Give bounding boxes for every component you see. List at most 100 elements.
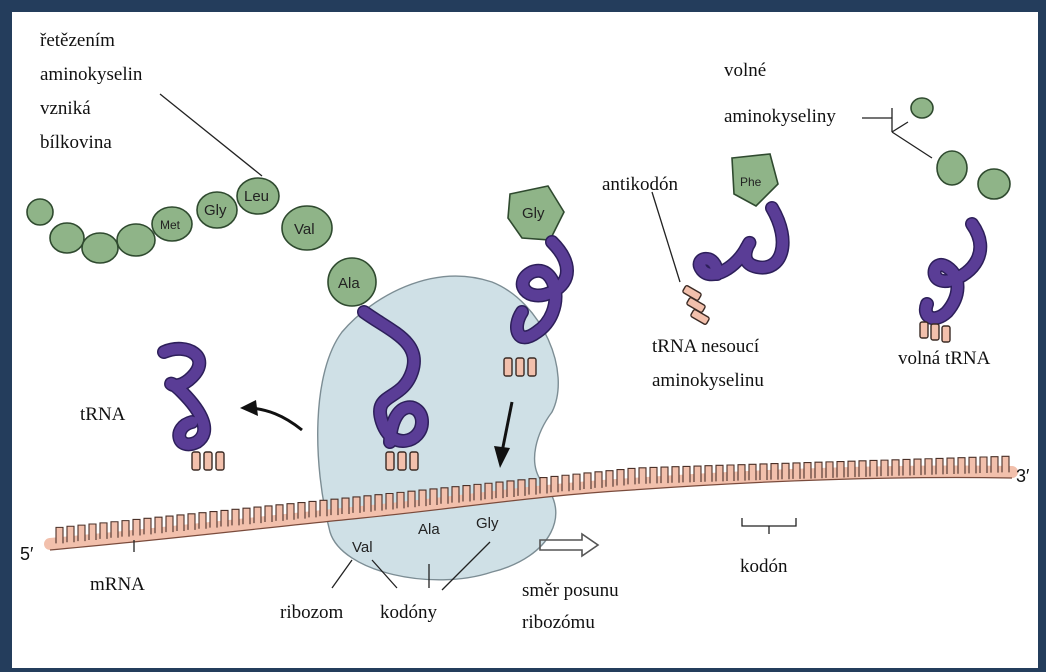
mrna-tooth: [353, 497, 360, 513]
mrna-tooth: [133, 519, 140, 535]
mrna-tooth: [441, 488, 448, 504]
mrna-tooth: [804, 463, 811, 479]
mrna-tooth: [914, 459, 921, 475]
mrna-tooth: [419, 490, 426, 506]
mrna-tooth: [166, 516, 173, 532]
amino-acid-leu: Leu: [244, 188, 269, 205]
mrna-tooth: [342, 498, 349, 514]
mrna-tooth: [991, 457, 998, 473]
mrna-tooth: [298, 503, 305, 519]
mrna-tooth: [1002, 456, 1009, 472]
chain-label-line-4: bílkovina: [40, 132, 112, 153]
trna-carrying-label-line-1: tRNA nesoucí: [652, 336, 760, 357]
free-amino-acids-label-line-2: aminokyseliny: [724, 106, 836, 127]
mrna-tooth: [705, 466, 712, 482]
mrna-tooth: [243, 508, 250, 524]
mrna-tooth: [760, 464, 767, 480]
mrna-tooth: [947, 458, 954, 474]
polypeptide-chain: Met Gly Leu Val Ala: [27, 178, 376, 306]
codon-letter-gly: Gly: [476, 515, 499, 532]
trna-carrying-label-line-2: aminokyselinu: [652, 370, 764, 391]
direction-label-line-2: ribozómu: [522, 612, 595, 633]
mrna-tooth: [210, 512, 217, 528]
mrna-tooth: [287, 504, 294, 520]
mrna-tooth: [628, 468, 635, 484]
mrna-tooth: [903, 459, 910, 475]
chain-label-line-3: vzniká: [40, 98, 91, 119]
mrna-tooth: [111, 522, 118, 538]
mrna-tooth: [430, 489, 437, 505]
mrna-tooth: [408, 491, 415, 507]
mrna-tooth: [716, 465, 723, 481]
arrow-left: [252, 408, 302, 430]
translation-diagram: 5′ 3′ Met Gly Leu Val Ala Gly: [12, 12, 1038, 668]
mrna-tooth: [837, 462, 844, 478]
anticodon-label: antikodón: [602, 174, 678, 195]
trna-free: [920, 224, 980, 342]
mrna-tooth: [177, 515, 184, 531]
codons-label: kodóny: [380, 602, 438, 623]
mrna-tooth: [595, 472, 602, 488]
arrow-left-head: [240, 400, 258, 416]
mrna-tooth: [969, 457, 976, 473]
mrna-tooth: [738, 465, 745, 481]
mrna-tooth: [452, 487, 459, 503]
chain-label-line-2: aminokyselin: [40, 64, 143, 85]
mrna-tooth: [496, 482, 503, 498]
mrna-label: mRNA: [90, 574, 145, 595]
mrna-tooth: [474, 484, 481, 500]
mrna-tooth: [188, 514, 195, 530]
mrna-tooth: [782, 463, 789, 479]
mrna-tooth: [892, 460, 899, 476]
mrna-tooth: [199, 513, 206, 529]
mrna-tooth: [848, 461, 855, 477]
three-prime-label: 3′: [1016, 466, 1030, 486]
amino-acid-ala: Ala: [338, 275, 360, 292]
mrna-tooth: [78, 525, 85, 541]
mrna-tooth: [540, 478, 547, 494]
mrna-tooth: [749, 464, 756, 480]
mrna-tooth: [661, 467, 668, 483]
mrna-tooth: [67, 526, 74, 542]
mrna-tooth: [870, 460, 877, 476]
mrna-tooth: [232, 509, 239, 525]
codon-letter-val: Val: [352, 539, 373, 556]
mrna-tooth: [639, 468, 646, 484]
incoming-amino-acid: Gly: [522, 205, 545, 222]
mrna-tooth: [56, 527, 63, 543]
mrna-tooth: [386, 494, 393, 510]
amino-acid-met: Met: [160, 218, 181, 232]
mrna-tooth: [925, 459, 932, 475]
chain-leader: [160, 94, 262, 176]
direction-label-line-1: směr posunu: [522, 580, 619, 601]
ribosome-label: ribozom: [280, 602, 344, 623]
trna-label: tRNA: [80, 404, 126, 425]
mrna-tooth: [584, 473, 591, 489]
mrna-tooth: [309, 501, 316, 517]
mrna-tooth: [507, 481, 514, 497]
mrna-tooth: [650, 467, 657, 483]
mrna-tooth: [265, 506, 272, 522]
mrna-tooth: [815, 462, 822, 478]
free-amino-acids: [911, 98, 1010, 199]
mrna-tooth: [485, 483, 492, 499]
mrna-tooth: [936, 458, 943, 474]
free-trna-label: volná tRNA: [898, 348, 991, 369]
free-amino-acids-label-line-1: volné: [724, 60, 766, 81]
mrna-tooth: [683, 466, 690, 482]
mrna-tooth: [100, 523, 107, 539]
mrna-tooth: [144, 518, 151, 534]
mrna-tooth: [331, 499, 338, 515]
trna-released: [164, 349, 224, 470]
mrna-tooth: [562, 475, 569, 491]
mrna-tooth: [518, 480, 525, 496]
anticodon-leader: [652, 192, 680, 282]
mrna-tooth: [320, 500, 327, 516]
amino-acid-val: Val: [294, 221, 315, 238]
mrna-tooth: [397, 492, 404, 508]
mrna-tooth: [727, 465, 734, 481]
mrna-tooth: [617, 470, 624, 486]
ribosome-leader: [332, 560, 352, 588]
mrna-tooth: [89, 524, 96, 540]
mrna-tooth: [980, 457, 987, 473]
